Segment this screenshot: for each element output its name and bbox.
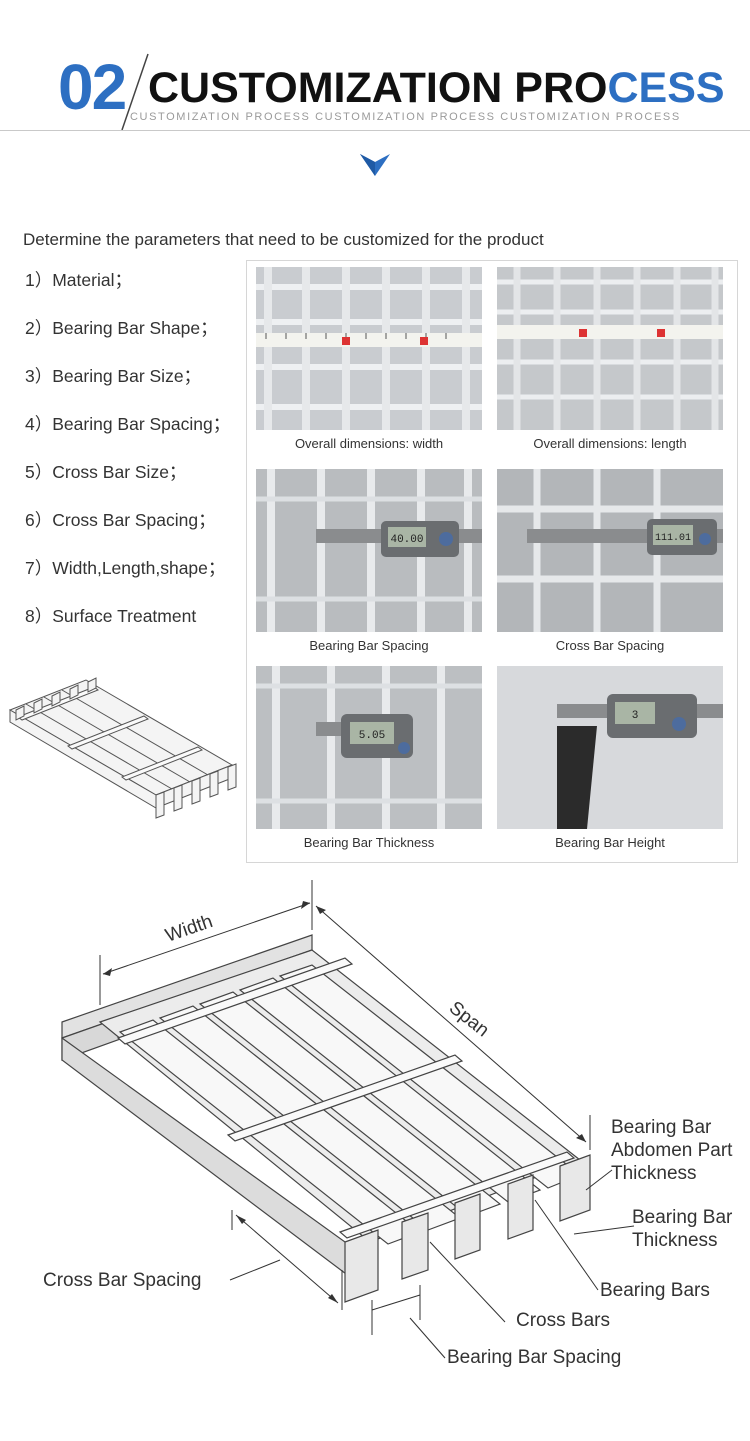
list-item: 4）Bearing Bar Spacing； — [25, 414, 231, 434]
photo-caption: Overall dimensions: length — [533, 436, 687, 451]
list-item: 8）Surface Treatment — [25, 606, 197, 626]
photo-card: 3 Bearing Bar Height — [497, 666, 723, 850]
caliper-photo: 5.05 — [256, 666, 482, 829]
photo-card: 111.01 Cross Bar Spacing — [497, 469, 723, 653]
bearing-spacing-label: Bearing Bar Spacing — [447, 1347, 622, 1368]
list-item: 6）Cross Bar Spacing； — [25, 510, 216, 530]
grating-ruler-photo — [256, 267, 482, 430]
width-label: Width — [163, 911, 216, 947]
grating-illustration — [8, 677, 237, 819]
chevron-down-icon — [360, 154, 390, 176]
caliper-photo: 111.01 — [497, 469, 723, 632]
parameter-list: 1）Material； 2）Bearing Bar Shape； 3）Beari… — [25, 266, 230, 650]
photo-caption: Bearing Bar Spacing — [309, 638, 429, 653]
photo-caption: Bearing Bar Height — [555, 835, 665, 850]
caliper-readout: 5.05 — [359, 730, 385, 742]
span-label: Span — [445, 997, 493, 1041]
caliper-photo: 40.00 — [256, 469, 482, 632]
photo-caption: Cross Bar Spacing — [555, 638, 665, 653]
list-item: 1）Material； — [25, 270, 132, 290]
intro-text: Determine the parameters that need to be… — [23, 230, 544, 249]
caliper-photo: 3 — [497, 666, 723, 829]
grating-ruler-photo — [497, 267, 723, 430]
list-item: 7）Width,Length,shape； — [25, 558, 226, 578]
slash-divider-icon — [121, 53, 149, 131]
cross-bars-label: Cross Bars — [516, 1310, 610, 1331]
caliper-readout: 3 — [632, 710, 639, 722]
photo-card: Overall dimensions: length — [497, 267, 723, 451]
abdomen-thickness-label: Bearing Bar Abdomen Part Thickness — [611, 1117, 733, 1184]
header-divider — [0, 130, 750, 131]
caliper-readout: 111.01 — [655, 533, 691, 544]
list-item: 2）Bearing Bar Shape； — [25, 318, 218, 338]
section-number: 02 — [58, 51, 127, 123]
photo-caption: Bearing Bar Thickness — [303, 835, 435, 850]
photo-caption: Overall dimensions: width — [294, 436, 444, 451]
section-title: CUSTOMIZATION PROCESS — [148, 64, 725, 112]
photo-card: Overall dimensions: width — [256, 267, 482, 451]
section-subtitle: CUSTOMIZATION PROCESS CUSTOMIZATION PROC… — [130, 111, 681, 123]
thickness-label: Bearing Bar Thickness — [632, 1207, 733, 1251]
grating-diagram: Width Span — [61, 880, 635, 1359]
list-item: 5）Cross Bar Size； — [25, 462, 187, 482]
list-item: 3）Bearing Bar Size； — [25, 366, 202, 386]
measurement-photo-grid: Overall dimensions: width Overall dimens… — [246, 260, 738, 863]
cross-spacing-label: Cross Bar Spacing — [43, 1270, 202, 1291]
photo-card: 5.05 Bearing Bar Thickness — [256, 666, 482, 850]
photo-card: 40.00 Bearing Bar Spacing — [256, 469, 482, 653]
caliper-readout: 40.00 — [390, 534, 423, 546]
section-header: 02 CUSTOMIZATION PROCESS CUSTOMIZATION P… — [0, 0, 750, 176]
bearing-bars-label: Bearing Bars — [600, 1280, 710, 1301]
